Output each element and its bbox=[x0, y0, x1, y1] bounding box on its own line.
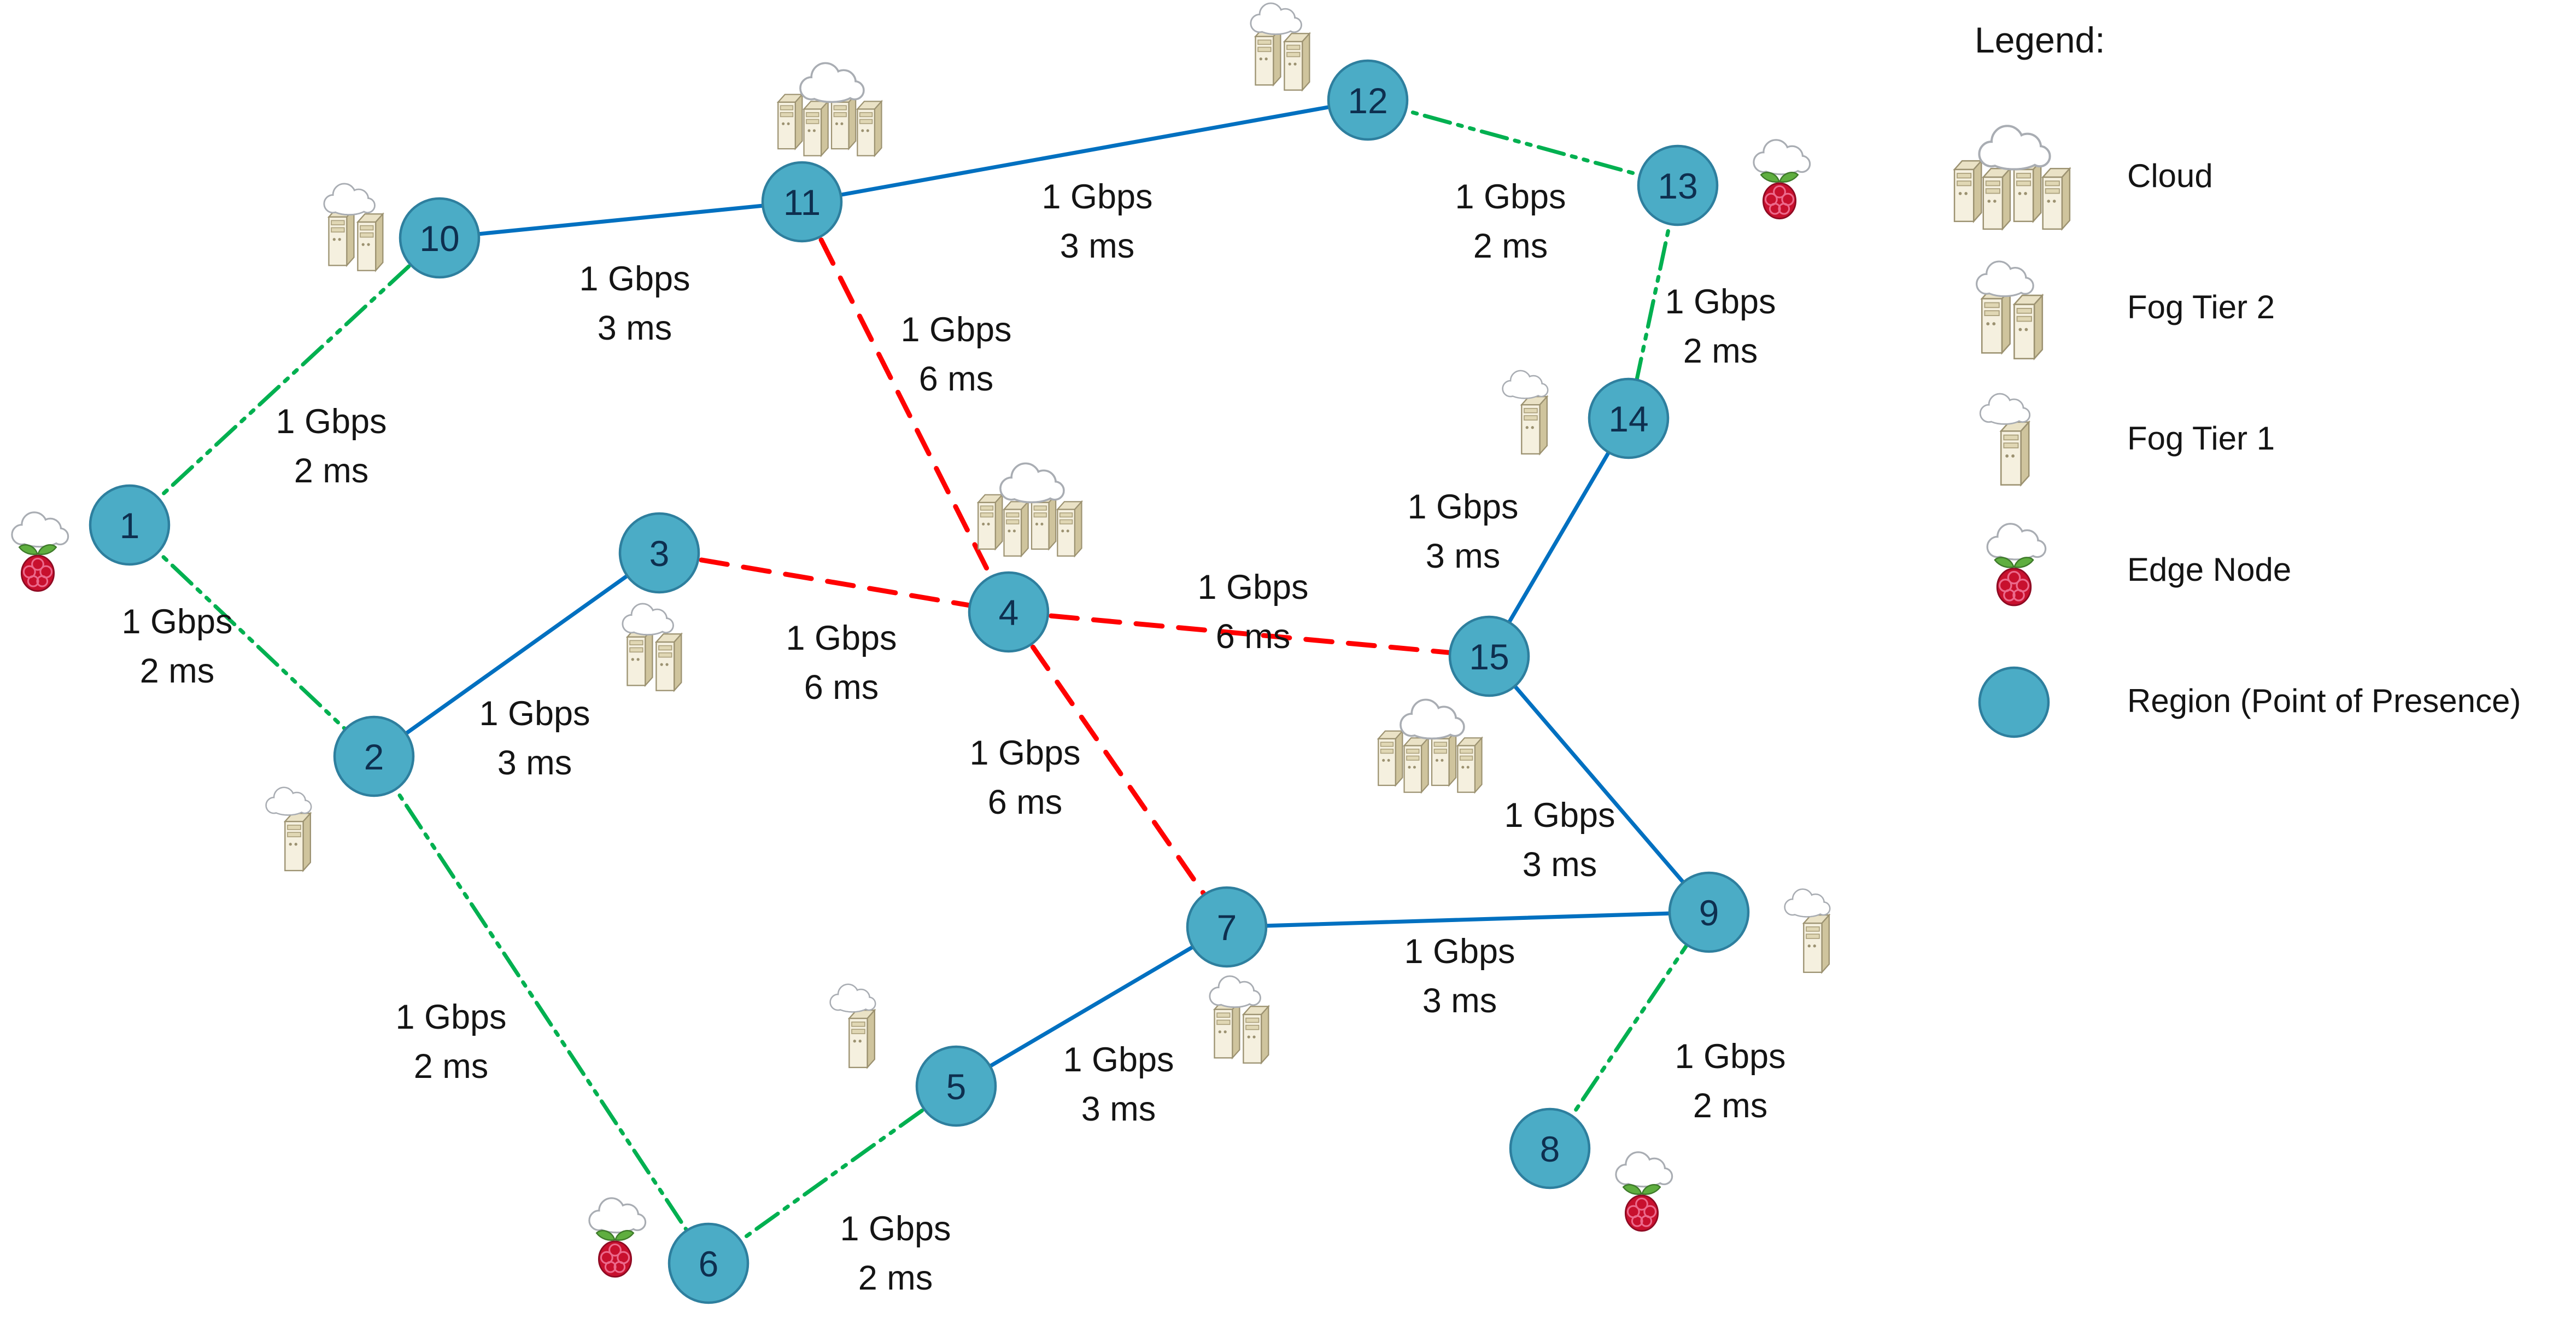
region-node-9: 9 bbox=[1668, 871, 1750, 953]
fog-tier-1-icon bbox=[1935, 390, 2091, 489]
legend-label-fog-tier-2: Fog Tier 2 bbox=[2127, 289, 2275, 326]
region-node-15: 15 bbox=[1448, 615, 1530, 697]
cloud-icon bbox=[1935, 121, 2091, 233]
cloud-icon bbox=[978, 463, 1081, 556]
fog-tier-2-icon bbox=[623, 604, 681, 691]
link-11-4 bbox=[799, 199, 1011, 615]
link-4-15 bbox=[1006, 609, 1492, 659]
node-number: 15 bbox=[1469, 637, 1509, 677]
region-node-7: 7 bbox=[1186, 886, 1268, 968]
region-node-13: 13 bbox=[1637, 144, 1719, 226]
fog-tier-2-icon bbox=[1935, 257, 2091, 360]
region-node-4: 4 bbox=[968, 571, 1050, 653]
legend-title: Legend: bbox=[1975, 20, 2105, 61]
region-node-3: 3 bbox=[618, 512, 700, 594]
fog-tier-2-icon bbox=[1251, 3, 1309, 90]
region-node-11: 11 bbox=[761, 161, 843, 243]
link-12-13 bbox=[1366, 98, 1680, 188]
region-node-12: 12 bbox=[1327, 59, 1409, 141]
link-11-12 bbox=[800, 98, 1370, 204]
node-number: 14 bbox=[1608, 399, 1648, 439]
edge-node-icon bbox=[1616, 1152, 1672, 1231]
link-15-9 bbox=[1487, 654, 1711, 914]
node-number: 1 bbox=[120, 505, 140, 546]
region-node-14: 14 bbox=[1588, 377, 1670, 459]
fog-tier-1-icon bbox=[830, 984, 876, 1068]
cloud-icon bbox=[1378, 699, 1482, 792]
node-number: 2 bbox=[364, 737, 384, 777]
legend-label-edge-node: Edge Node bbox=[2127, 552, 2292, 588]
edge-node-icon bbox=[589, 1198, 646, 1277]
legend-label-cloud: Cloud bbox=[2127, 158, 2213, 195]
node-number: 11 bbox=[783, 182, 821, 223]
fog-tier-2-icon bbox=[324, 184, 383, 271]
link-2-3 bbox=[372, 551, 661, 759]
legend: Legend: Cloud Fog Tier 2 Fog Tier 1 Edge… bbox=[1935, 20, 2521, 768]
link-5-7 bbox=[954, 925, 1229, 1088]
node-number: 5 bbox=[946, 1066, 967, 1107]
node-number: 8 bbox=[1540, 1129, 1560, 1169]
edge-node-icon bbox=[1754, 140, 1810, 219]
link-7-9 bbox=[1225, 910, 1711, 929]
link-14-15 bbox=[1487, 416, 1631, 658]
fog-tier-1-icon bbox=[1785, 889, 1830, 972]
legend-item-edge-node: Edge Node bbox=[1935, 505, 2521, 637]
legend-item-region: Region (Point of Presence) bbox=[1935, 637, 2521, 768]
region-node-2: 2 bbox=[333, 715, 415, 797]
node-number: 12 bbox=[1348, 80, 1387, 121]
node-number: 3 bbox=[649, 533, 670, 574]
link-1-2 bbox=[127, 523, 376, 759]
link-10-11 bbox=[437, 200, 804, 240]
link-1-10 bbox=[127, 236, 442, 527]
region-icon bbox=[1935, 664, 2091, 740]
fog-tier-1-icon bbox=[266, 788, 312, 871]
region-node-1: 1 bbox=[89, 484, 171, 566]
node-number: 7 bbox=[1217, 907, 1237, 948]
legend-item-fog-tier-2: Fog Tier 2 bbox=[1935, 243, 2521, 374]
node-number: 10 bbox=[419, 218, 459, 259]
fog-tier-1-icon bbox=[1503, 371, 1548, 454]
legend-label-region: Region (Point of Presence) bbox=[2127, 683, 2521, 720]
legend-item-fog-tier-1: Fog Tier 1 bbox=[1935, 374, 2521, 505]
fog-tier-2-icon bbox=[1210, 976, 1268, 1063]
link-6-5 bbox=[706, 1084, 958, 1265]
node-number: 9 bbox=[1699, 893, 1719, 933]
cloud-icon bbox=[778, 63, 881, 155]
region-node-8: 8 bbox=[1509, 1107, 1591, 1189]
edge-node-icon bbox=[1935, 520, 2091, 622]
link-4-7 bbox=[1006, 609, 1230, 930]
edge-node-icon bbox=[12, 512, 68, 591]
node-number: 4 bbox=[999, 592, 1019, 633]
node-number: 13 bbox=[1658, 166, 1697, 206]
region-node-6: 6 bbox=[668, 1222, 750, 1304]
link-3-4 bbox=[657, 550, 1011, 615]
link-8-9 bbox=[1548, 910, 1711, 1151]
legend-label-fog-tier-1: Fog Tier 1 bbox=[2127, 421, 2275, 457]
region-node-5: 5 bbox=[915, 1045, 997, 1127]
node-number: 6 bbox=[699, 1244, 719, 1284]
region-node-10: 10 bbox=[399, 197, 481, 279]
legend-item-cloud: Cloud bbox=[1935, 112, 2521, 243]
link-2-6 bbox=[372, 754, 711, 1265]
